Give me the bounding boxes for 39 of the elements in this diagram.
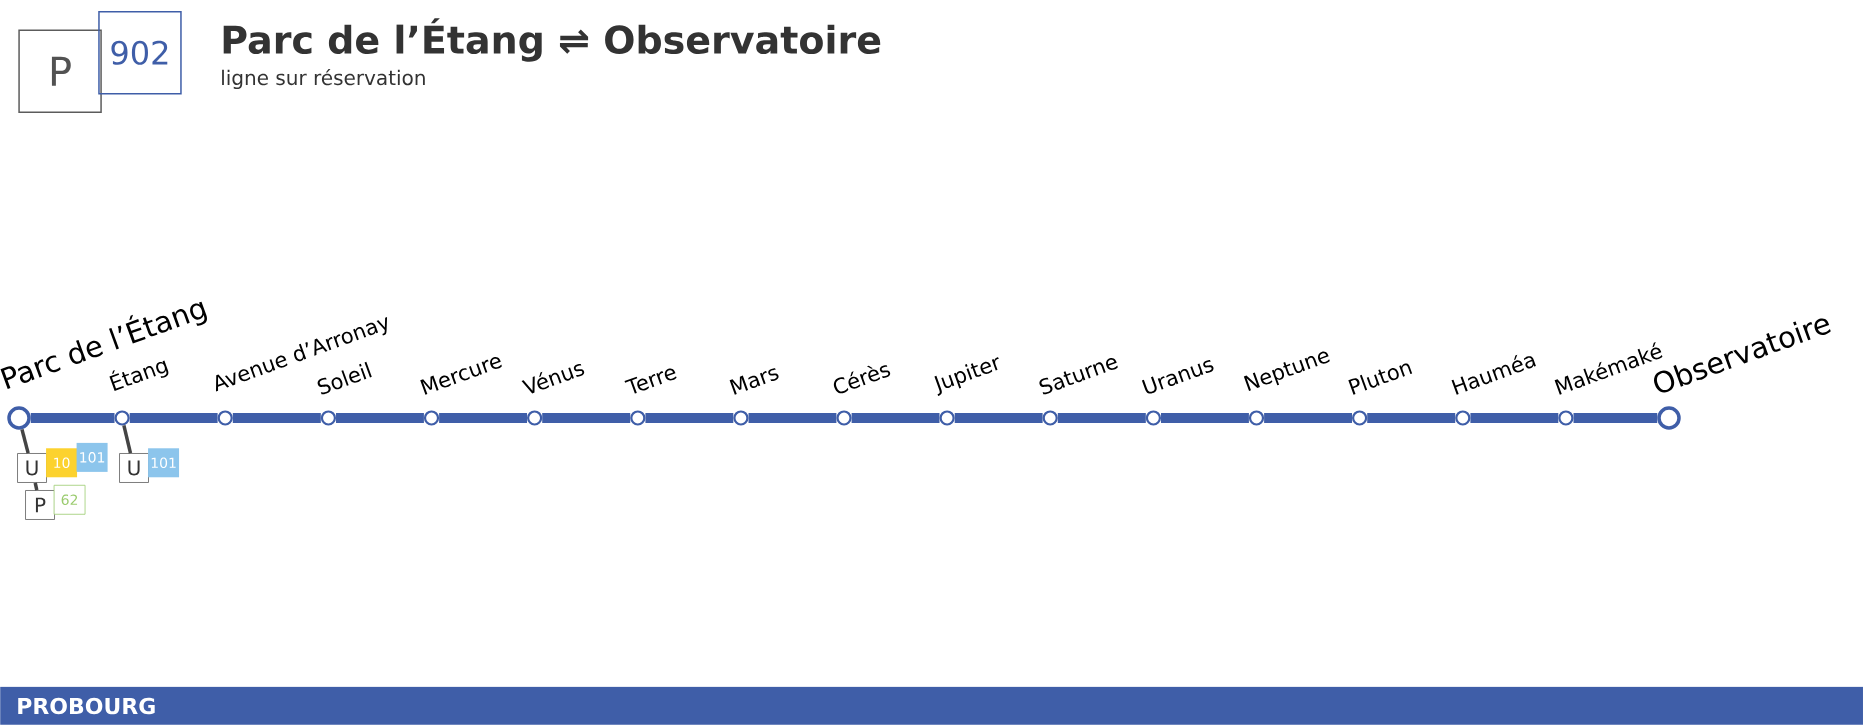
city-band: PROBOURG — [0, 686, 1863, 725]
transfer-badge: U 10 101 — [17, 442, 108, 483]
station-name: Uranus — [1141, 360, 1214, 394]
route-badge: P 902 — [18, 11, 182, 113]
connector-line — [20, 428, 30, 454]
line-segment — [1264, 413, 1352, 423]
line-segment — [851, 413, 940, 423]
station-name: Pluton — [1348, 363, 1413, 395]
title: Parc de l’Étang ⇌ Observatoire — [223, 18, 881, 62]
subtitle: ligne sur réservation — [222, 68, 425, 90]
node-label: U — [26, 460, 38, 476]
transfer-badge: U 101 — [119, 448, 180, 483]
line-segment — [439, 413, 527, 423]
line-segment — [1573, 413, 1658, 423]
station-name: Étang — [109, 360, 169, 391]
line-segment — [30, 413, 115, 423]
line-segment — [1161, 413, 1249, 423]
node-label: P — [35, 497, 46, 513]
line-segment — [748, 413, 837, 423]
station-name: Soleil — [317, 361, 372, 395]
line-segment — [336, 413, 424, 423]
line-segment — [1470, 413, 1559, 423]
line-segment — [1367, 413, 1456, 423]
line-segment — [1057, 413, 1146, 423]
connector-line — [33, 482, 39, 491]
node-label: 101 — [80, 452, 105, 463]
line-segment — [542, 413, 631, 423]
line-segment — [645, 413, 734, 423]
node-label: 902 — [111, 40, 168, 65]
node-label: U — [128, 460, 140, 476]
connector-line — [122, 424, 133, 454]
transfer-badge: P 62 — [25, 484, 86, 520]
station-name: Terre — [624, 368, 677, 394]
station-name: Vénus — [521, 363, 585, 394]
station-name: Mars — [729, 368, 779, 395]
line-segment — [954, 413, 1043, 423]
line-segment — [232, 413, 321, 423]
line-segment — [129, 413, 218, 423]
station-name: Cérès — [833, 365, 891, 394]
